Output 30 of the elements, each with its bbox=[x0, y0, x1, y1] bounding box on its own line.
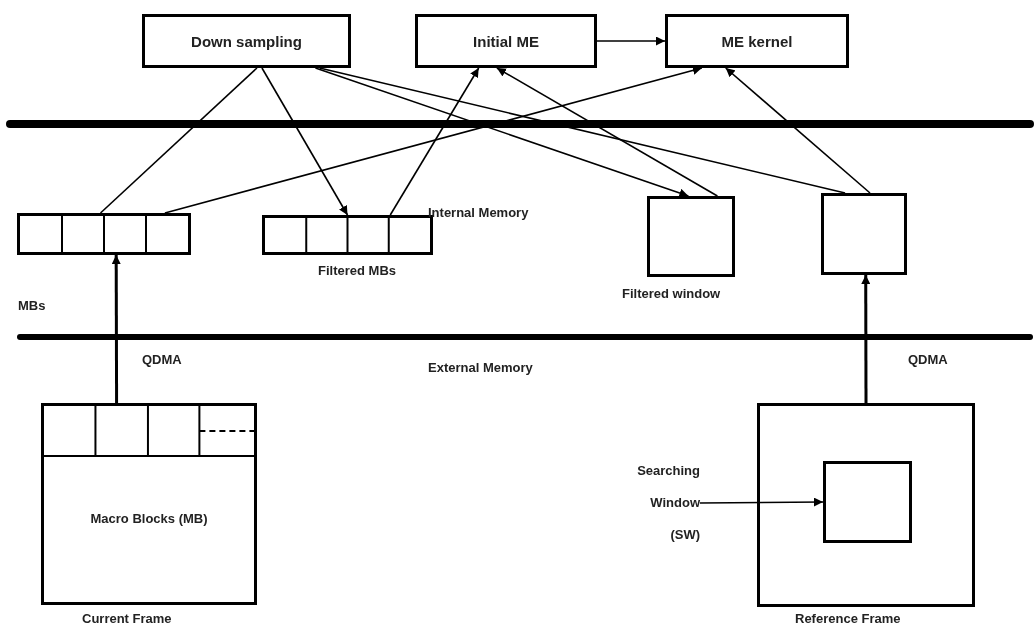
memory-label: External Memory bbox=[428, 360, 533, 375]
arrow bbox=[164, 66, 703, 214]
arrow bbox=[699, 497, 824, 507]
arrow bbox=[389, 67, 480, 216]
arrow bbox=[496, 67, 719, 197]
caption-text: Current Frame bbox=[82, 611, 172, 626]
arrow bbox=[111, 255, 121, 403]
arrow bbox=[596, 36, 666, 46]
caption-text: Filtered MBs bbox=[318, 263, 396, 278]
memory-label: Internal Memory bbox=[428, 205, 529, 220]
process-box: Initial ME bbox=[415, 14, 597, 68]
memory-box bbox=[823, 461, 912, 543]
arrow bbox=[861, 275, 871, 403]
caption-text: Filtered window bbox=[622, 286, 721, 301]
arrow bbox=[314, 67, 690, 198]
buffer-box bbox=[17, 213, 191, 255]
edge-label: QDMA bbox=[906, 352, 950, 367]
caption-text: MBs bbox=[18, 298, 46, 313]
memory-box bbox=[821, 193, 907, 275]
process-box: Down sampling bbox=[142, 14, 351, 68]
buffer-box bbox=[262, 215, 433, 255]
edge-label: QDMA bbox=[140, 352, 184, 367]
process-box: ME kernel bbox=[665, 14, 849, 68]
process-box: Macro Blocks (MB) bbox=[41, 403, 257, 605]
memory-box bbox=[757, 403, 975, 607]
arrow bbox=[261, 67, 349, 216]
arrow bbox=[724, 67, 871, 194]
caption-text: Reference Frame bbox=[795, 611, 901, 626]
memory-box bbox=[647, 196, 735, 277]
annotation-text: Searching Window (SW) bbox=[636, 462, 700, 544]
